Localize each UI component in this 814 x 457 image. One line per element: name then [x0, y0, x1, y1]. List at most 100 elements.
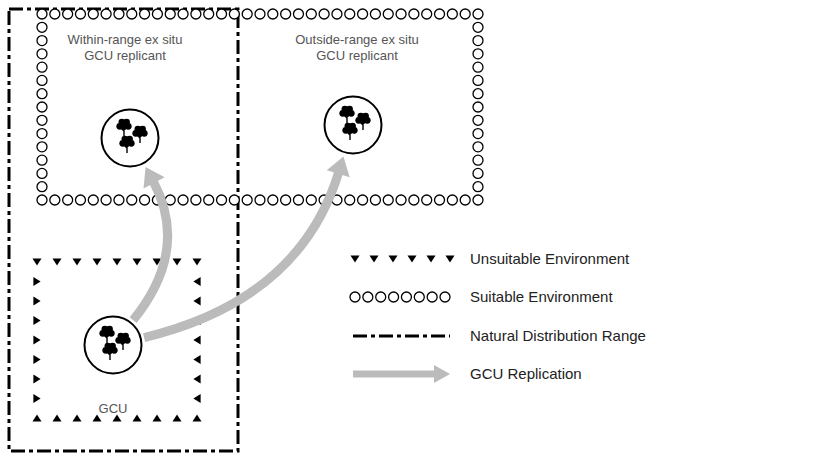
gcu-node: GCU	[63, 315, 163, 421]
suitable-circle	[281, 9, 291, 19]
suitable-circle	[389, 292, 399, 302]
unsuitable-triangle	[53, 258, 62, 265]
suitable-circle	[447, 9, 457, 19]
suitable-circle	[319, 9, 329, 19]
unsuitable-triangle	[193, 414, 202, 421]
suitable-circle	[350, 292, 360, 302]
suitable-circle	[229, 9, 239, 19]
suitable-circle	[293, 195, 303, 205]
suitable-circle	[63, 195, 73, 205]
suitable-circle	[37, 89, 47, 99]
suitable-circle	[37, 155, 47, 165]
unsuitable-triangle	[33, 297, 40, 306]
suitable-circle	[204, 9, 214, 19]
legend-arrow-line	[353, 371, 436, 378]
gcu-node: Outside-range ex situ GCU replicant	[290, 32, 424, 155]
suitable-circle	[37, 129, 47, 139]
unsuitable-triangle	[427, 255, 436, 262]
suitable-circle	[37, 115, 47, 125]
legend-label: Suitable Environment	[470, 288, 613, 306]
suitable-circle	[37, 75, 47, 85]
unsuitable-triangle	[193, 258, 202, 265]
suitable-circle	[473, 62, 483, 72]
suitable-circle	[306, 9, 316, 19]
suitable-circle	[37, 9, 47, 19]
suitable-circle	[165, 9, 175, 19]
suitable-circle	[401, 292, 411, 302]
suitable-circle	[396, 195, 406, 205]
tree-canopy	[346, 106, 353, 113]
unsuitable-triangle	[389, 255, 398, 262]
suitable-circle	[473, 75, 483, 85]
suitable-circle	[37, 142, 47, 152]
suitable-circle	[114, 9, 124, 19]
legend-arrow-head	[434, 365, 450, 383]
suitable-circle	[191, 195, 201, 205]
suitable-circle	[140, 9, 150, 19]
suitable-circle	[473, 168, 483, 178]
unsuitable-triangle	[33, 414, 42, 421]
suitable-circle	[383, 195, 393, 205]
suitable-circle	[88, 195, 98, 205]
node-label: Within-range ex situ GCU replicant	[58, 32, 192, 64]
suitable-circle	[268, 9, 278, 19]
suitable-circle	[473, 129, 483, 139]
unsuitable-triangle	[408, 255, 417, 262]
suitable-circle	[37, 102, 47, 112]
suitable-circle	[473, 102, 483, 112]
unsuitable-triangle	[33, 394, 40, 403]
suitable-circle	[140, 195, 150, 205]
suitable-circle	[293, 9, 303, 19]
suitable-circle	[409, 195, 419, 205]
gcu-node: Within-range ex situ GCU replicant	[58, 32, 192, 168]
suitable-circle	[229, 195, 239, 205]
suitable-circle	[358, 9, 368, 19]
suitable-circle	[178, 195, 188, 205]
unsuitable-triangle	[193, 277, 200, 286]
suitable-circle	[332, 9, 342, 19]
tree-group	[99, 326, 130, 360]
unsuitable-environment-border	[33, 258, 202, 421]
suitable-circle	[75, 195, 85, 205]
suitable-environment-border	[37, 9, 483, 205]
suitable-circle	[473, 9, 483, 19]
suitable-circle	[435, 195, 445, 205]
legend-label: Natural Distribution Range	[470, 327, 646, 345]
unsuitable-triangle	[370, 255, 379, 262]
legend-samples	[350, 255, 455, 383]
legend-label: GCU Replication	[470, 365, 582, 383]
unsuitable-triangle	[33, 316, 40, 325]
legend-label: Unsuitable Environment	[470, 250, 629, 268]
suitable-circle	[37, 49, 47, 59]
suitable-circle	[88, 9, 98, 19]
tree-canopy	[126, 136, 133, 143]
suitable-circle	[370, 195, 380, 205]
suitable-circle	[363, 292, 373, 302]
unsuitable-triangle	[53, 414, 62, 421]
arrow-head	[327, 157, 350, 178]
suitable-circle	[473, 142, 483, 152]
unsuitable-triangle	[33, 355, 40, 364]
suitable-circle	[440, 292, 450, 302]
replication-arrow	[133, 181, 167, 320]
arrow-head	[144, 167, 165, 189]
unsuitable-triangle	[193, 394, 200, 403]
suitable-circle	[345, 9, 355, 19]
tree-group	[339, 106, 370, 140]
suitable-circle	[37, 36, 47, 46]
suitable-circle	[422, 195, 432, 205]
unsuitable-triangle	[33, 336, 40, 345]
suitable-circle	[370, 9, 380, 19]
suitable-circle	[414, 292, 424, 302]
unsuitable-triangle	[193, 336, 200, 345]
suitable-circle	[75, 9, 85, 19]
suitable-circle	[114, 195, 124, 205]
tree-group	[116, 119, 147, 153]
suitable-circle	[447, 195, 457, 205]
suitable-circle	[473, 36, 483, 46]
suitable-circle	[427, 292, 437, 302]
suitable-circle	[204, 195, 214, 205]
